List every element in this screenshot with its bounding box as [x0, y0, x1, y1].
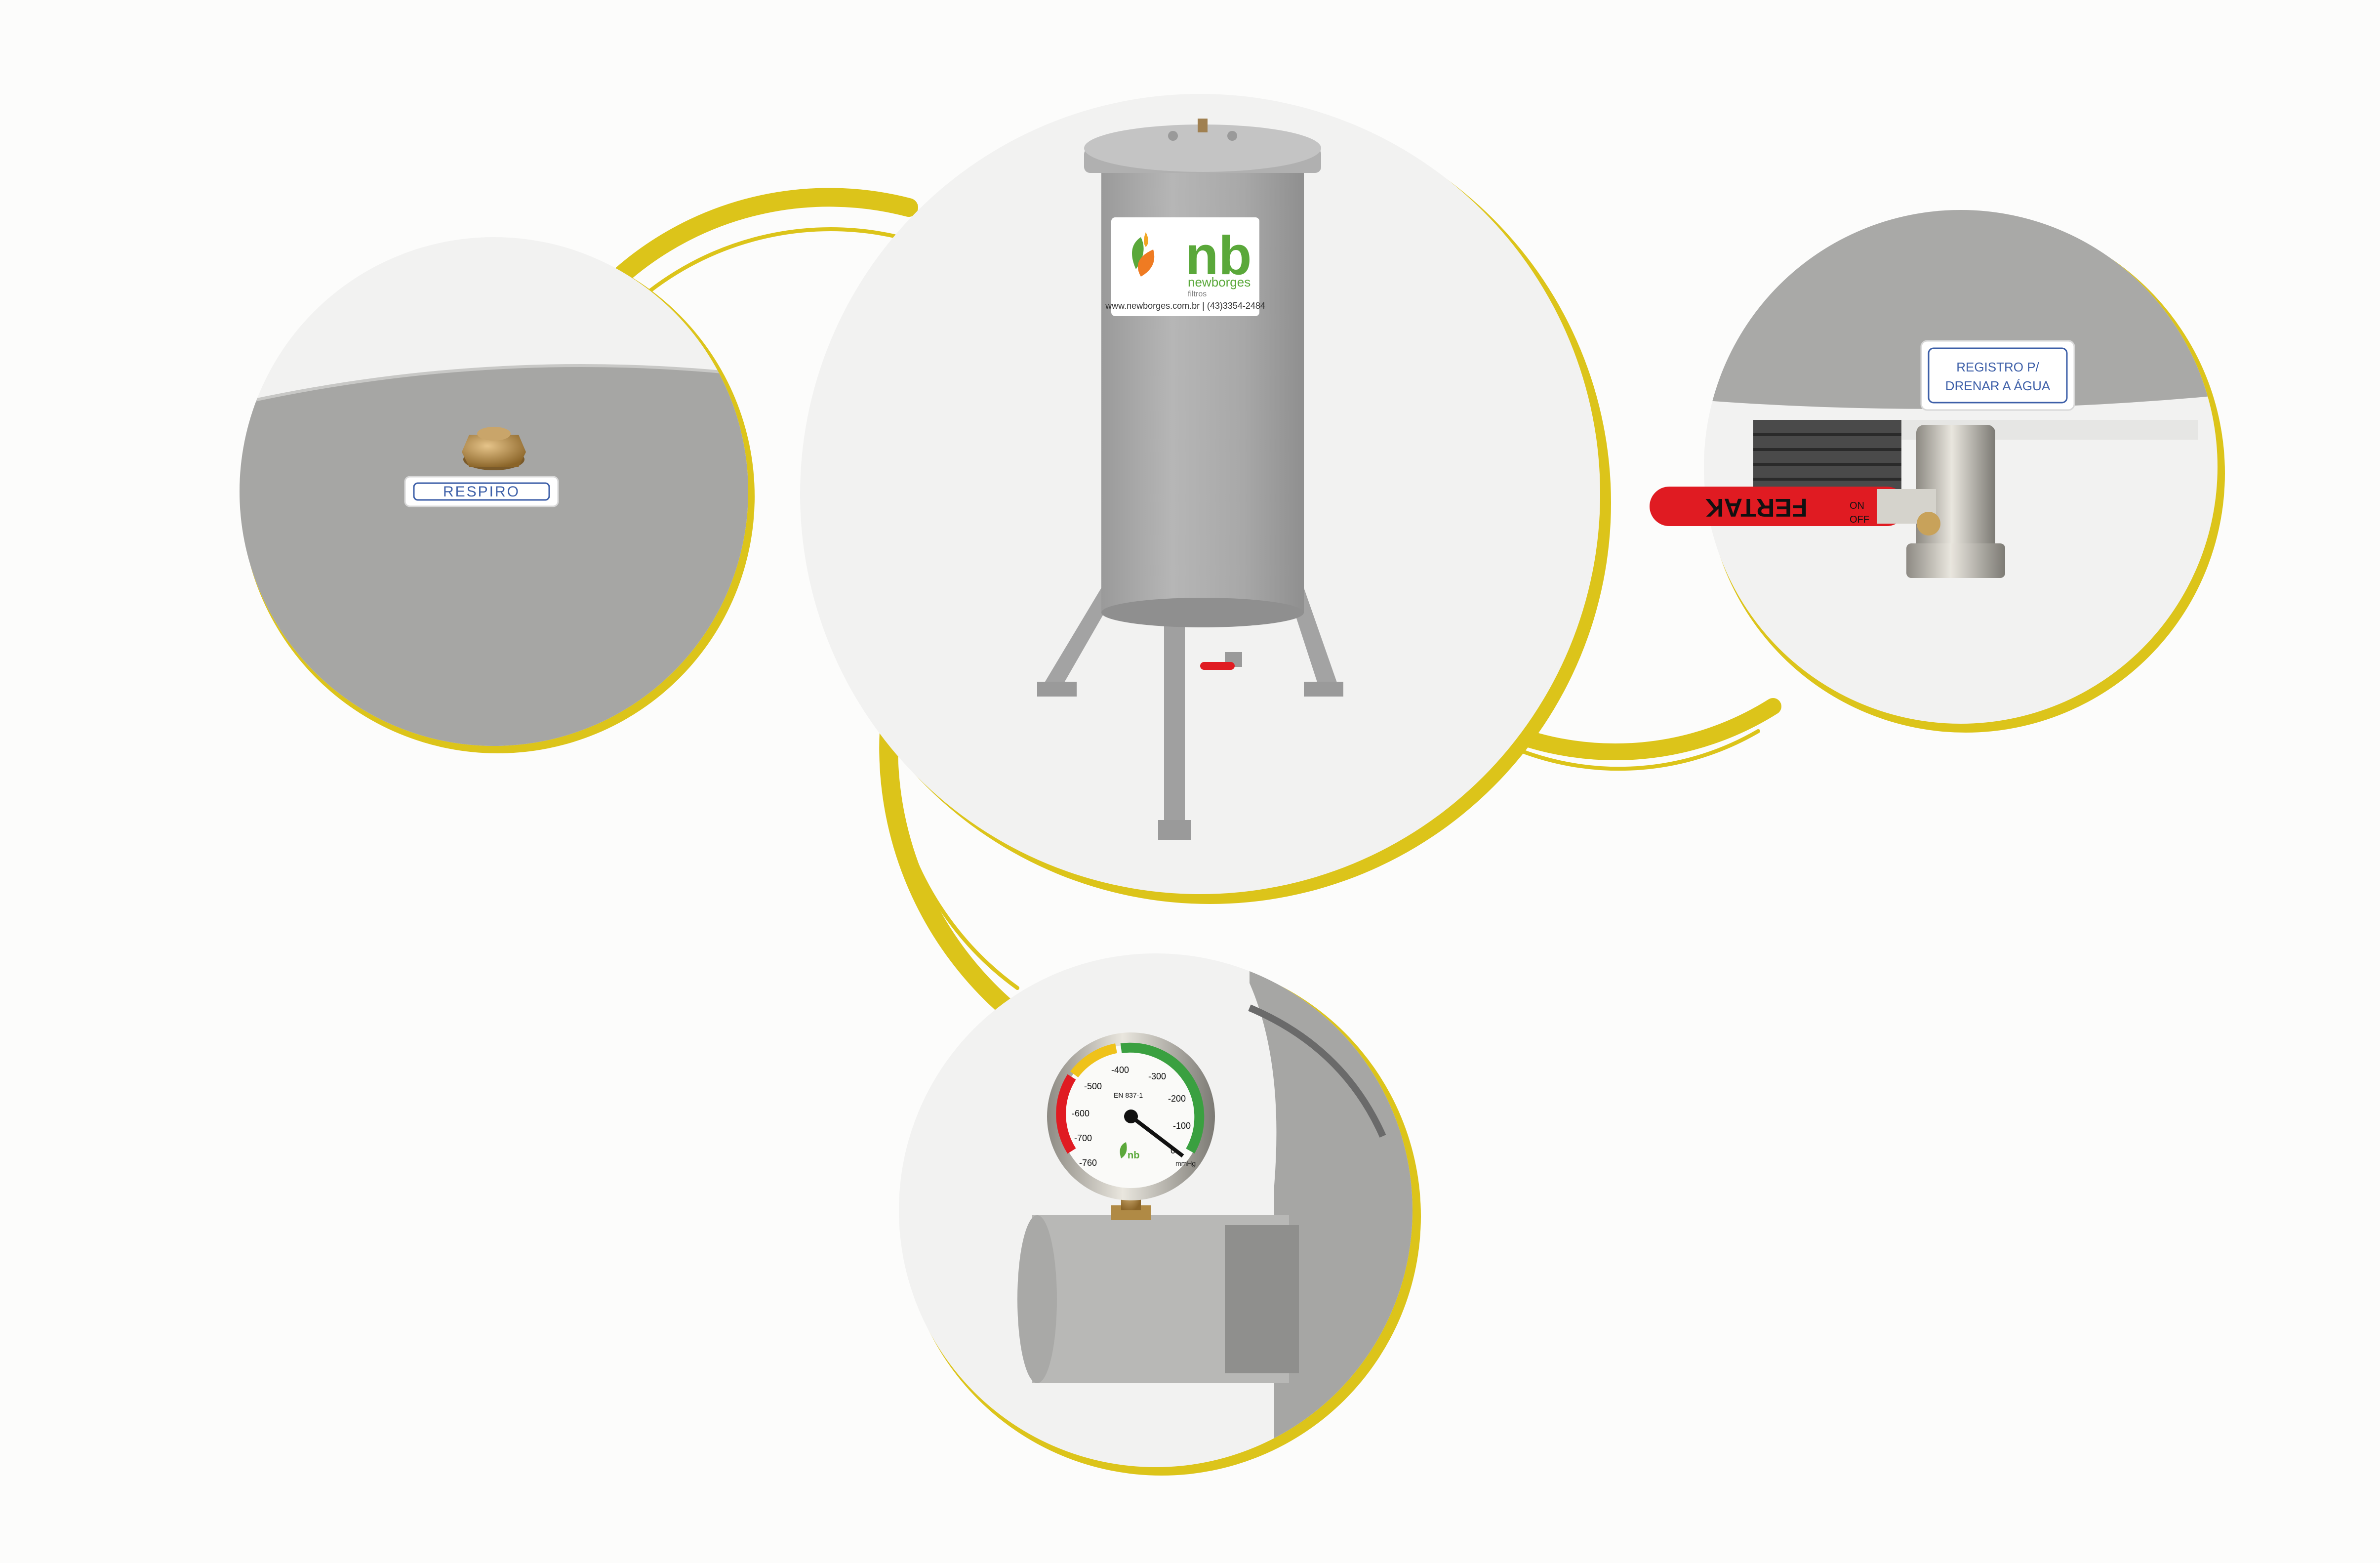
breather-detail-circle: RESPIRO: [240, 237, 755, 753]
gauge-scale-400: -400: [1111, 1065, 1129, 1075]
gauge-standard: EN 837-1: [1114, 1091, 1143, 1099]
main-filter-circle: nb newborges filtros www.newborges.com.b…: [800, 94, 1611, 904]
decorative-rings: [610, 188, 1781, 1022]
gauge-scale-0: 0: [1170, 1146, 1175, 1155]
breather-label-text: RESPIRO: [443, 484, 520, 500]
drain-label-line2: DRENAR A ÁGUA: [1945, 378, 2051, 393]
gauge-scale-500: -500: [1084, 1081, 1102, 1091]
valve-off-label: OFF: [1850, 514, 1869, 525]
nb-logo-text: nb: [1185, 225, 1251, 286]
brand-sub: filtros: [1188, 290, 1207, 298]
valve-handle-brand: FERTAK: [1705, 493, 1808, 522]
gauge-scale-200: -200: [1168, 1094, 1186, 1104]
drain-valve-circle: FERTAK ON OFF REGISTRO P/ DRENAR A ÁGUA: [1650, 210, 2225, 733]
gauge-detail-circle: -760 -700 -600 -500 -400 -300 -200 -100 …: [899, 953, 1421, 1476]
nb-logo-icon: [1132, 232, 1155, 277]
drain-label-line1: REGISTRO P/: [1956, 360, 2039, 374]
gauge-scale-760: -760: [1079, 1158, 1097, 1168]
filter-vessel: nb newborges filtros www.newborges.com.b…: [1037, 119, 1343, 840]
gauge-scale-600: -600: [1072, 1109, 1089, 1118]
gauge-unit: mmHg: [1175, 1159, 1196, 1167]
contact-info: www.newborges.com.br | (43)3354-2484: [1105, 301, 1265, 311]
drain-label: REGISTRO P/ DRENAR A ÁGUA: [1920, 340, 2075, 411]
pressure-gauge-icon: [1047, 1032, 1215, 1210]
gauge-scale-700: -700: [1074, 1133, 1092, 1143]
gauge-scale-100: -100: [1173, 1121, 1191, 1131]
breather-plug-icon: [462, 427, 526, 470]
ball-valve-icon: [1650, 425, 2005, 578]
valve-on-label: ON: [1850, 500, 1864, 511]
brand-name: newborges: [1188, 275, 1251, 289]
breather-label: RESPIRO: [404, 476, 559, 507]
gauge-logo-text: nb: [1128, 1150, 1139, 1161]
gauge-scale-300: -300: [1148, 1071, 1166, 1081]
